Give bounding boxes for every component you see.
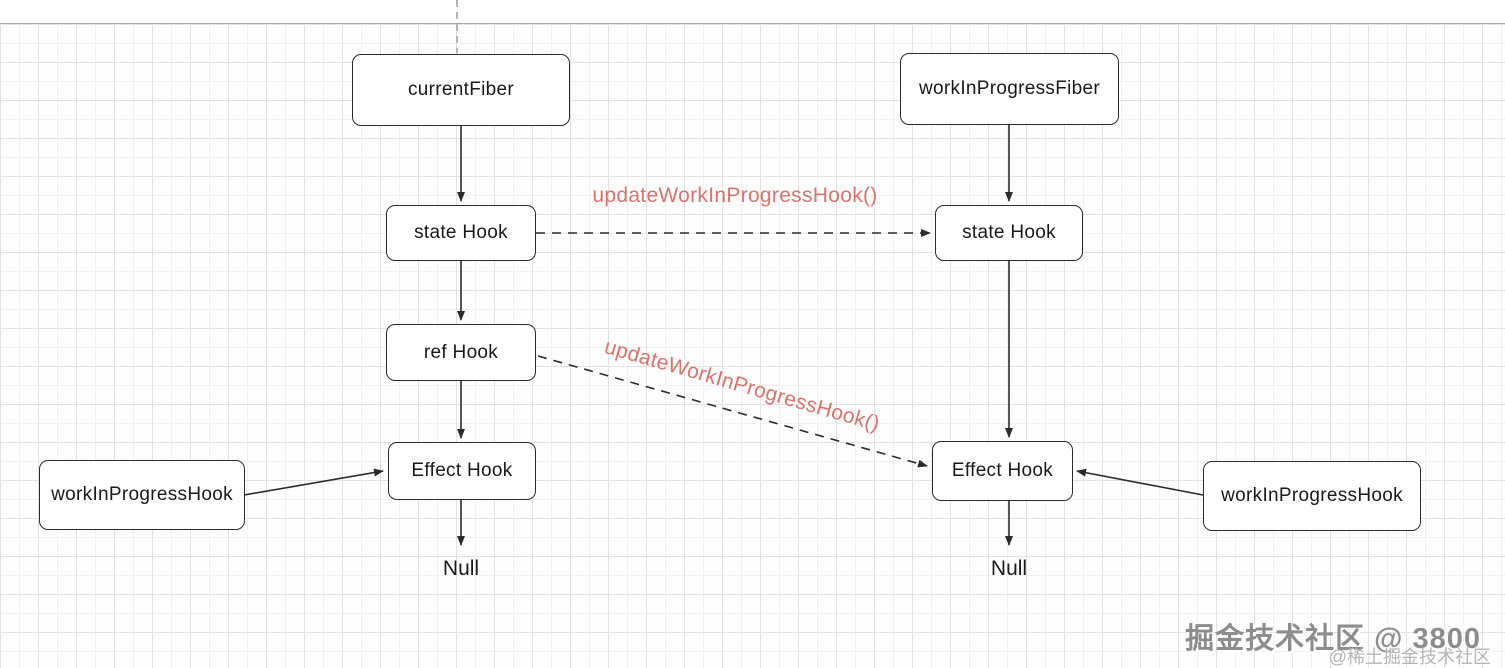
node-effect-hook-right: Effect Hook bbox=[932, 441, 1073, 501]
edge-label-update-top: updateWorkInProgressHook() bbox=[592, 184, 878, 207]
node-work-in-progress-hook-right: workInProgressHook bbox=[1203, 461, 1421, 531]
grid-canvas bbox=[0, 23, 1505, 668]
edge-wiphook-effecthook-right bbox=[1076, 468, 1204, 496]
node-ref-hook-left: ref Hook bbox=[386, 324, 536, 381]
node-effect-hook-left: Effect Hook bbox=[388, 442, 536, 500]
node-work-in-progress-fiber: workInProgressFiber bbox=[900, 53, 1119, 125]
null-label-left: Null bbox=[442, 557, 480, 580]
watermark-secondary: @稀土掘金技术社区 bbox=[1328, 647, 1491, 667]
edge-update-refhook-dashed bbox=[537, 355, 928, 468]
null-label-right: Null bbox=[990, 557, 1028, 580]
node-state-hook-right: state Hook bbox=[935, 205, 1083, 261]
node-state-hook-left: state Hook bbox=[386, 205, 536, 261]
edge-wiphook-effecthook-left bbox=[243, 468, 384, 496]
node-work-in-progress-hook-left: workInProgressHook bbox=[39, 460, 245, 530]
node-current-fiber: currentFiber bbox=[352, 54, 570, 126]
watermark-primary: 掘金技术社区 @ 3800 bbox=[1185, 623, 1481, 655]
